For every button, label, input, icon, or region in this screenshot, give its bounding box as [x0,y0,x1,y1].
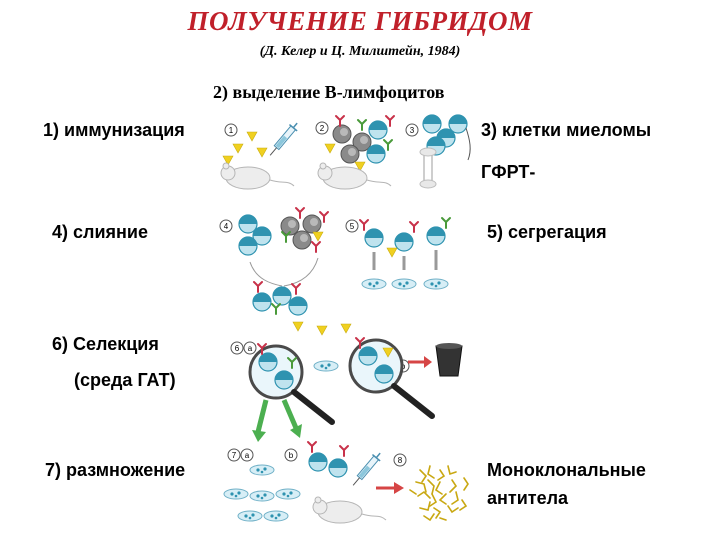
step-3-label: 3) клетки миеломы [481,120,652,140]
step-6-medium-label: (среда ГАТ) [74,370,176,390]
step-7-label: 7) размножение [45,460,186,480]
badge-7a: a [245,451,250,460]
step-6-illustration [248,321,463,425]
page-subtitle: (Д. Келер и Ц. Милштейн, 1984) [259,44,461,59]
step-5-illustration [359,217,451,290]
step-1-label: 1) иммунизация [43,120,185,140]
badge-8: 8 [398,456,403,465]
step-4-illustration [238,207,329,316]
step-4-label: 4) слияние [52,222,148,242]
green-arrows [252,399,302,442]
step-3-gfrt-label: ГФРТ- [481,162,536,182]
badge-6: 6 [235,344,240,353]
page-title: ПОЛУЧЕНИЕ ГИБРИДОМ [187,6,533,36]
badge-1: 1 [229,126,234,135]
step-2-illustration [317,115,395,190]
badge-7: 7 [232,451,237,460]
antibody-cluster [409,465,469,522]
step-6-label: 6) Селекция [52,334,159,354]
badge-6a: a [248,344,253,353]
step-3-illustration [419,114,471,189]
badge-2: 2 [320,124,325,133]
step-badges: 1 2 3 4 5 6 a b 7 a b 8 [219,121,419,467]
result-label-line1: Моноклональные [487,460,646,480]
badge-7b: b [289,451,294,460]
badge-4: 4 [224,222,229,231]
badge-3: 3 [410,126,415,135]
result-label-line2: антитела [487,488,569,508]
step-5-label: 5) сегрегация [487,222,607,242]
badge-5: 5 [350,222,355,231]
step-7-illustration [223,441,404,524]
step-2-label: 2) выделение В-лимфоцитов [213,82,445,102]
